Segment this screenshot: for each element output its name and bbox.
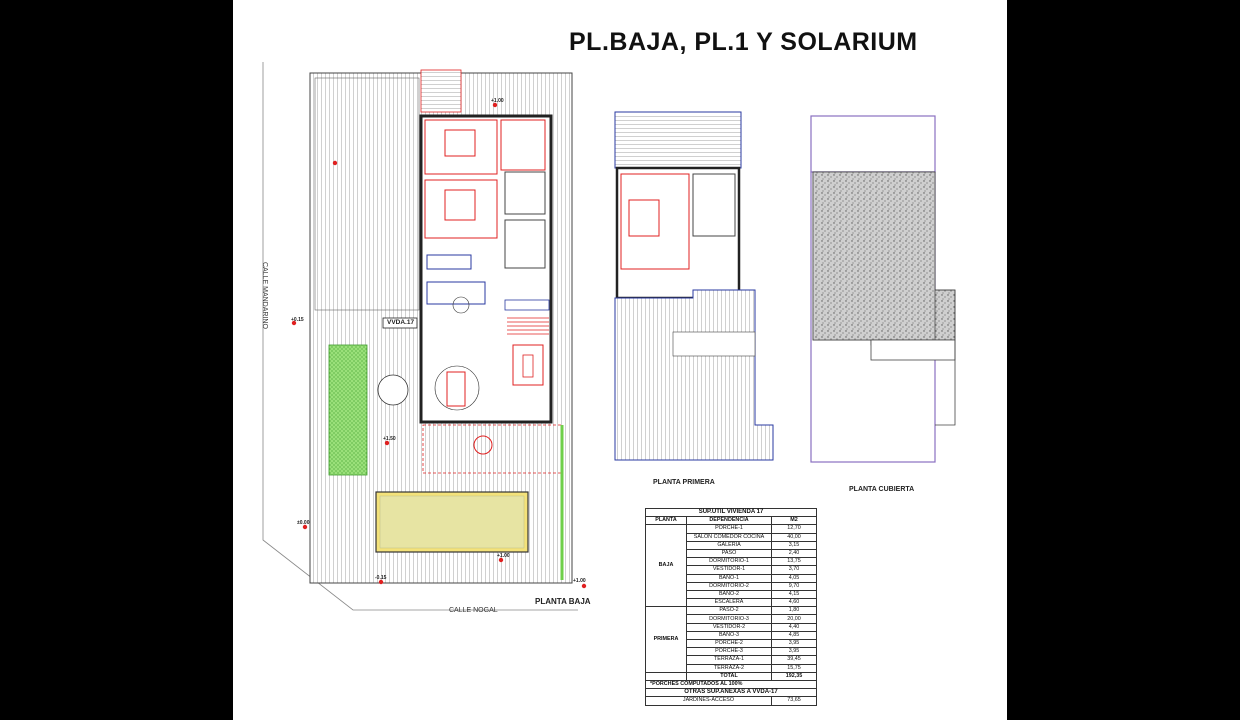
annex-m2: 73,65	[771, 696, 817, 706]
dependencia-cell: DORMITORIO-1	[686, 557, 772, 567]
dependencia-cell: TERRAZA-1	[686, 655, 772, 665]
dependencia-cell: GALERIA	[686, 540, 772, 550]
m2-cell: 4,85	[771, 630, 817, 641]
level-mark: +0.15	[291, 317, 304, 323]
m2-cell: 2,40	[771, 548, 817, 559]
m2-cell: 9,70	[771, 581, 817, 591]
dependencia-cell: PORCHE-2	[686, 638, 772, 649]
col-m2: M2	[771, 516, 817, 526]
total-value: 192,35	[771, 671, 817, 681]
first-floor-label: PLANTA PRIMERA	[653, 479, 715, 486]
street-bottom-label: CALLE NOGAL	[449, 607, 498, 614]
table-row: OTRAS SUP.ANEXAS A VVDA-17	[645, 688, 817, 698]
level-mark: ±0.00	[297, 520, 310, 526]
level-mark: +1.00	[573, 578, 586, 584]
page-title: PL.BAJA, PL.1 Y SOLARIUM	[569, 28, 918, 56]
m2-cell: 4,40	[771, 622, 817, 632]
m2-cell: 39,45	[771, 655, 817, 665]
table-row: SUP.UTIL VIVIENDA 17	[645, 507, 817, 518]
dependencia-cell: PASO	[686, 548, 772, 559]
m2-cell: 3,95	[771, 647, 817, 657]
dependencia-cell: BAÑO-2	[686, 589, 772, 600]
dependencia-cell: DORMITORIO-2	[686, 581, 772, 591]
roof-plan	[810, 115, 956, 463]
plan-sheet: PL.BAJA, PL.1 Y SOLARIUM	[233, 0, 1007, 720]
m2-cell: 15,75	[771, 663, 817, 673]
dependencia-cell: DORMITORIO-3	[686, 614, 772, 624]
annex-title: OTRAS SUP.ANEXAS A VVDA-17	[645, 688, 817, 698]
m2-cell: 13,75	[771, 557, 817, 567]
level-mark: -0.15	[375, 575, 387, 581]
dependencia-cell: PORCHE-1	[686, 524, 772, 534]
m2-cell: 1,80	[771, 606, 817, 616]
annex-dependencia: JARDINES-ACCESO	[645, 696, 772, 706]
dependencia-cell: BAÑO-1	[686, 573, 772, 583]
dependencia-cell: VESTIDOR-2	[686, 622, 772, 632]
level-mark: +1.50	[383, 436, 396, 442]
m2-cell: 20,00	[771, 614, 817, 624]
m2-cell: 3,95	[771, 638, 817, 649]
street-boundary-line	[262, 62, 578, 611]
m2-cell: 40,00	[771, 532, 817, 542]
planta-cell: PRIMERA	[645, 606, 687, 673]
col-dependencia: DEPENDENCIA	[686, 516, 772, 526]
pool	[375, 491, 529, 553]
ground-floor-label: PLANTA BAJA	[535, 597, 591, 606]
level-mark: +1.00	[497, 553, 510, 559]
level-mark: +1.00	[491, 98, 504, 104]
m2-cell: 3,15	[771, 540, 817, 550]
unit-tag: VVDA.17	[387, 319, 415, 326]
dependencia-cell: TERRAZA-2	[686, 663, 772, 673]
dependencia-cell: PORCHE-3	[686, 647, 772, 657]
m2-cell: 4,05	[771, 573, 817, 583]
planta-cell: BAJA	[645, 524, 687, 608]
m2-cell: 4,15	[771, 589, 817, 600]
table-note: *PORCHES COMPUTADOS AL 100%	[645, 679, 817, 690]
first-floor-plan	[614, 111, 774, 461]
dependencia-cell: BAÑO-3	[686, 630, 772, 641]
ground-floor-plan	[262, 62, 587, 611]
col-planta: PLANTA	[645, 516, 687, 526]
dependencia-cell: ESCALERA	[686, 598, 772, 608]
m2-cell: 12,70	[771, 524, 817, 534]
table-title: SUP.UTIL VIVIENDA 17	[645, 507, 817, 518]
garden-area	[328, 344, 368, 476]
dependencia-cell: PASO-2	[686, 606, 772, 616]
m2-cell: 4,60	[771, 598, 817, 608]
dependencia-cell: SALON COMEDOR COCINA	[686, 532, 772, 542]
table-row: *PORCHES COMPUTADOS AL 100%	[645, 679, 817, 690]
total-label: TOTAL	[686, 671, 772, 681]
dependencia-cell: VESTIDOR-1	[686, 565, 772, 575]
roof-floor-label: PLANTA CUBIERTA	[849, 486, 915, 493]
floor-plans-drawing	[262, 62, 956, 611]
m2-cell: 3,70	[771, 565, 817, 575]
street-left-label: CALLE MANDARINO	[261, 262, 268, 329]
